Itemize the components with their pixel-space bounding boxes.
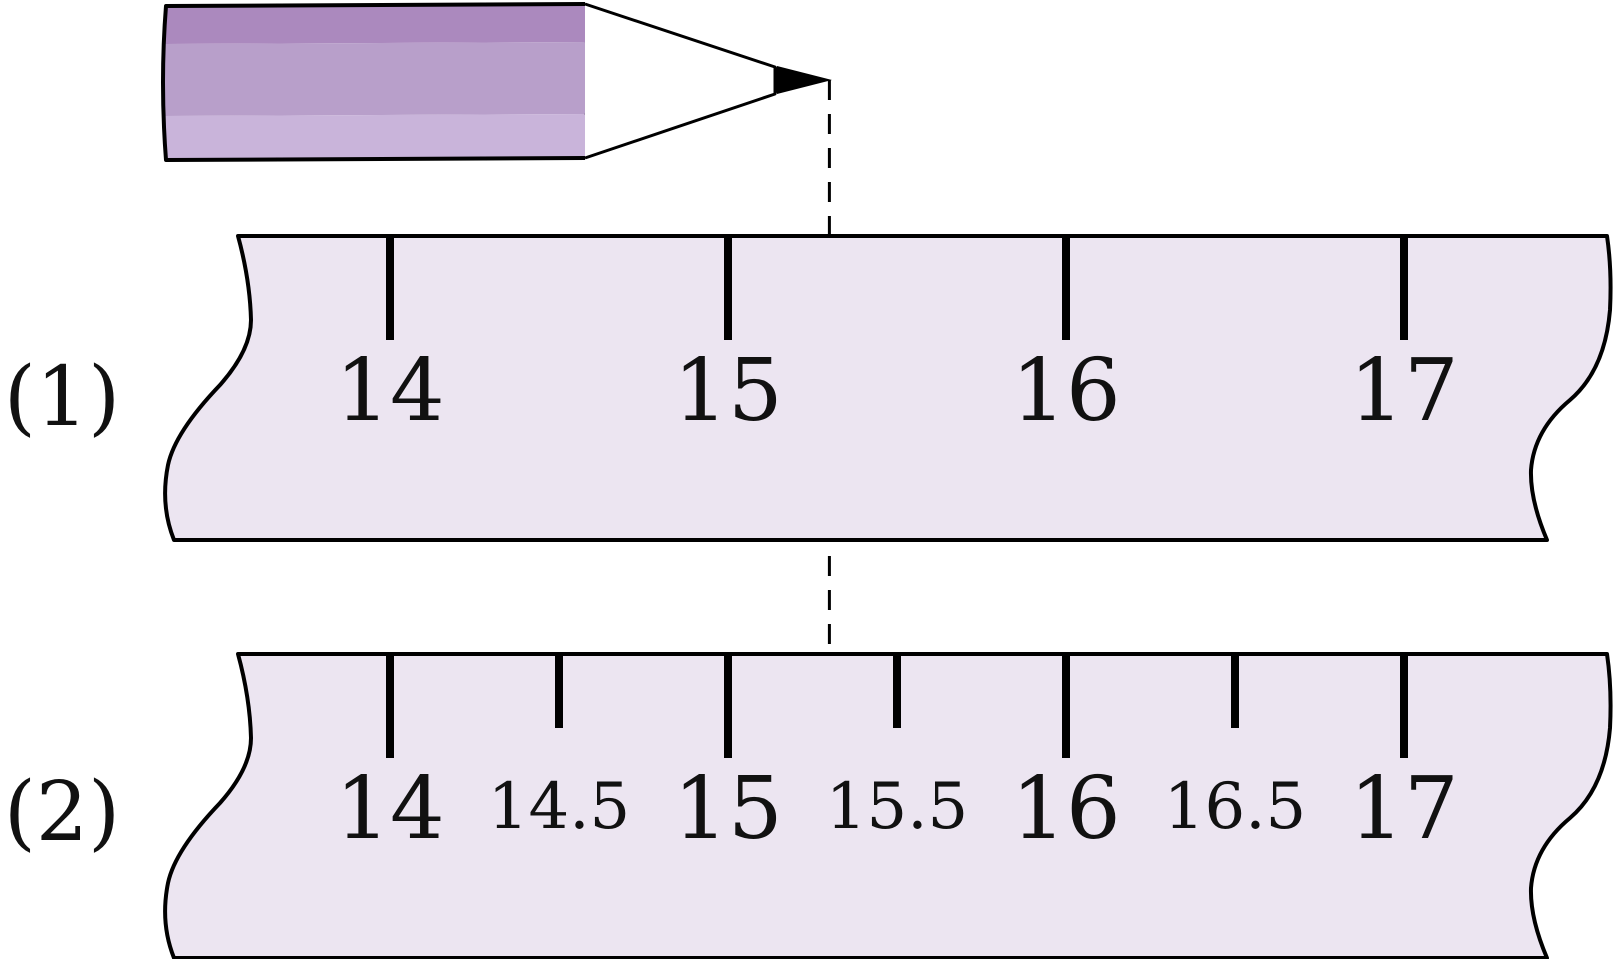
- ruler-2-tick-label: 17: [1349, 759, 1458, 859]
- ruler-1: 14 15 16 17 (1): [4, 234, 1613, 542]
- ruler-2-tick-label: 15: [673, 759, 782, 859]
- pencil-band-mid: [162, 42, 606, 116]
- ruler-2-tick-label: 15.5: [826, 770, 969, 844]
- ruler-1-tick-label: 14: [335, 341, 444, 441]
- ruler-1-label: (1): [4, 350, 120, 445]
- ruler-1-tick-label: 17: [1349, 341, 1458, 441]
- pencil-graphite-tip: [774, 66, 832, 94]
- ruler-1-tick-label: 15: [673, 341, 782, 441]
- ruler-2-tick-label: 16: [1011, 759, 1120, 859]
- ruler-1-strip: [163, 234, 1613, 542]
- ruler-1-tick-label: 16: [1011, 341, 1120, 441]
- ruler-2: 14 14.5 15 15.5 16 16.5 17 (2): [4, 652, 1613, 959]
- ruler-2-tick-label: 14: [335, 759, 444, 859]
- ruler-2-label: (2): [4, 765, 120, 860]
- ruler-2-ticks: 14 14.5 15 15.5 16 16.5 17: [335, 654, 1459, 859]
- ruler-1-ticks: 14 15 16 17: [335, 236, 1459, 441]
- ruler-2-strip: [163, 652, 1613, 959]
- pencil-wood-cone: [584, 2, 777, 160]
- ruler-2-tick-label: 16.5: [1164, 770, 1307, 844]
- pencil-icon: [161, 2, 832, 162]
- ruler-2-tick-label: 14.5: [488, 770, 631, 844]
- pencil-band-top: [163, 4, 606, 44]
- pencil-outline: [161, 2, 586, 162]
- pencil-band-bottom: [162, 114, 604, 160]
